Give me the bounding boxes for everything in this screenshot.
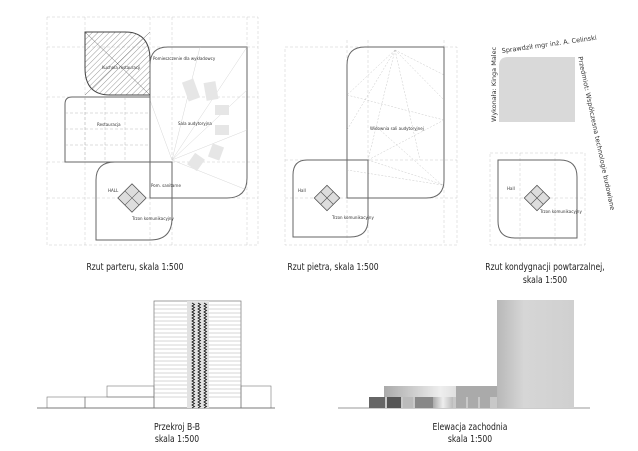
room-label: Pomieszczenie dla wykładowcy [153, 56, 216, 61]
checked-by-text: Sprawdził mgr inż. A. Celinski [501, 34, 597, 55]
typical-floor-title-line1: Rzut kondygnacji powtarzalnej, [485, 262, 605, 273]
hall-room [95, 161, 173, 241]
auditorium-room [149, 46, 248, 199]
room-label: Trzon komunikacyjny [331, 215, 374, 220]
room-label: Sala audytoryjna [178, 121, 212, 126]
core-stair-icon [523, 184, 551, 212]
first-floor-title: Rzut pietra, skala 1:500 [287, 262, 379, 273]
hall-room [292, 159, 369, 238]
ground-floor-plan: Kuchnia restauracji Pomieszczenie dla wy… [46, 16, 259, 246]
core-stair-icon [117, 183, 147, 213]
elevation-title-line1: Elewacja zachodnia [432, 422, 508, 433]
room-label: Hall [298, 188, 306, 193]
elevation-title-line2: skala 1:500 [447, 434, 493, 445]
elevation-drawing [338, 300, 590, 409]
subject-text: Przedmiot: Współczesna technologie budow… [576, 56, 616, 211]
stair-flight [197, 302, 202, 409]
author-text: Wykonała: Kinga Malec [490, 46, 498, 122]
room-label: Restauracja [97, 122, 121, 127]
typical-floor-outline [497, 159, 578, 239]
stair-flight [191, 302, 196, 409]
first-floor-plan: Widownia sali audytoryjnej Hall Trzon ko… [284, 40, 458, 246]
room-label: Trzon komunikacyjny [539, 209, 582, 214]
section-drawing [37, 300, 275, 409]
section-title-line1: Przekroj B-B [154, 422, 200, 433]
stair-flight [203, 302, 208, 409]
stair-zigzag-icon [191, 302, 208, 409]
restaurant-room [64, 96, 151, 163]
room-label: HALL [108, 188, 119, 193]
room-label: Hall [507, 186, 515, 191]
typical-floor-plan: Hall Trzon komunikacyjny [489, 152, 586, 246]
room-label: Widownia sali audytoryjnej [370, 126, 424, 131]
typical-floor-title-line2: skala 1:500 [522, 275, 568, 286]
title-block: Sprawdził mgr inż. A. Celinski Przedmiot… [490, 34, 616, 211]
core-stair-icon [313, 184, 341, 212]
room-label: Kuchnia restauracji [102, 65, 140, 70]
ground-floor-title: Rzut parteru, skala 1:500 [86, 262, 184, 273]
section-title-line2: skala 1:500 [154, 434, 200, 445]
room-label: Pom. sanitarne [151, 183, 181, 188]
auditorium-seating [181, 78, 229, 172]
sanitary-room [149, 161, 173, 199]
auditorium-seating-area [346, 46, 445, 199]
room-label: Trzon komunikacyjny [131, 216, 174, 221]
